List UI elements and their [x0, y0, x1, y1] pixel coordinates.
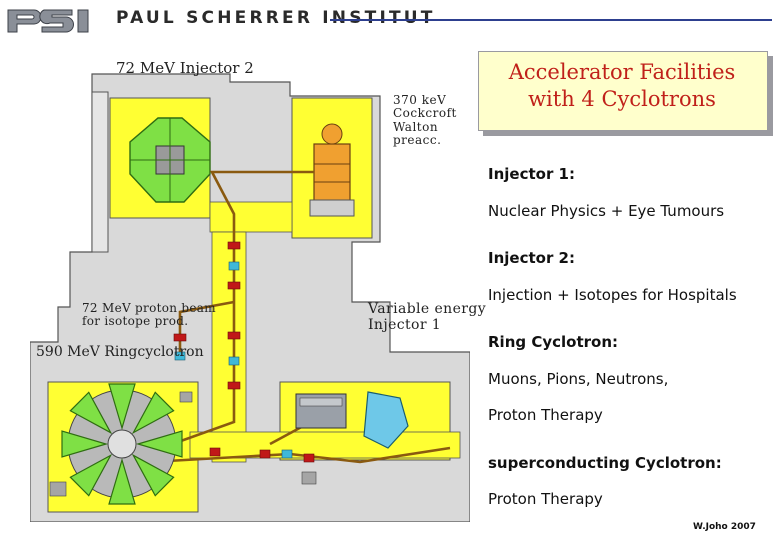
- injector2-cyclotron: [129, 117, 211, 203]
- cockcroft-walton: [309, 123, 355, 217]
- psi-logo: [4, 6, 104, 36]
- panel-heading-injector2: Injector 2:: [488, 249, 575, 267]
- magnet: [303, 453, 315, 463]
- slide-title: Accelerator Facilities with 4 Cyclotrons: [508, 60, 736, 112]
- panel-text-superconducting: Proton Therapy: [488, 490, 603, 508]
- quadrupole: [228, 261, 240, 271]
- panel-heading-injector1: Injector 1:: [488, 165, 575, 183]
- magnet: [227, 381, 241, 390]
- title-box: [478, 51, 768, 131]
- facility-floor-plan: [30, 73, 470, 522]
- quadrupole: [281, 449, 293, 459]
- label-cockcroft-walton: 370 keV Cockcroft Walton preacc.: [393, 93, 457, 148]
- label-proton-beam: 72 MeV proton beam for isotope prod.: [82, 301, 216, 329]
- ring-cyclotron: [61, 383, 183, 505]
- beamline-ring-out: [149, 446, 451, 464]
- panel-text-ring-2: Proton Therapy: [488, 406, 603, 424]
- label-injector2: 72 MeV Injector 2: [116, 59, 254, 77]
- panel-text-ring-1: Muons, Pions, Neutrons,: [488, 370, 669, 388]
- quadrupole: [174, 351, 186, 361]
- magnet: [227, 241, 241, 250]
- institute-name: PAUL SCHERRER INSTITUT: [116, 8, 436, 28]
- magnet: [227, 331, 241, 340]
- label-variable-energy: Variable energy Injector 1: [368, 301, 487, 333]
- beamline-injection: [149, 170, 314, 454]
- header-rule: [330, 19, 772, 21]
- panel-heading-ring: Ring Cyclotron:: [488, 333, 619, 351]
- magnet: [259, 449, 271, 459]
- label-ringcyclotron: 590 MeV Ringcyclotron: [36, 344, 204, 360]
- panel-text-injector2: Injection + Isotopes for Hospitals: [488, 286, 737, 304]
- quadrupole: [228, 356, 240, 366]
- author-credit: W.Joho 2007: [693, 522, 756, 532]
- panel-text-injector1: Nuclear Physics + Eye Tumours: [488, 202, 725, 220]
- magnet: [227, 281, 241, 290]
- panel-heading-superconducting: superconducting Cyclotron:: [488, 454, 722, 472]
- magnet: [209, 447, 221, 457]
- injector1-cyclotron: [295, 393, 347, 429]
- magnet: [173, 333, 187, 342]
- beamline-isotopes: [178, 300, 235, 360]
- superconducting-cyclotron: [363, 391, 409, 449]
